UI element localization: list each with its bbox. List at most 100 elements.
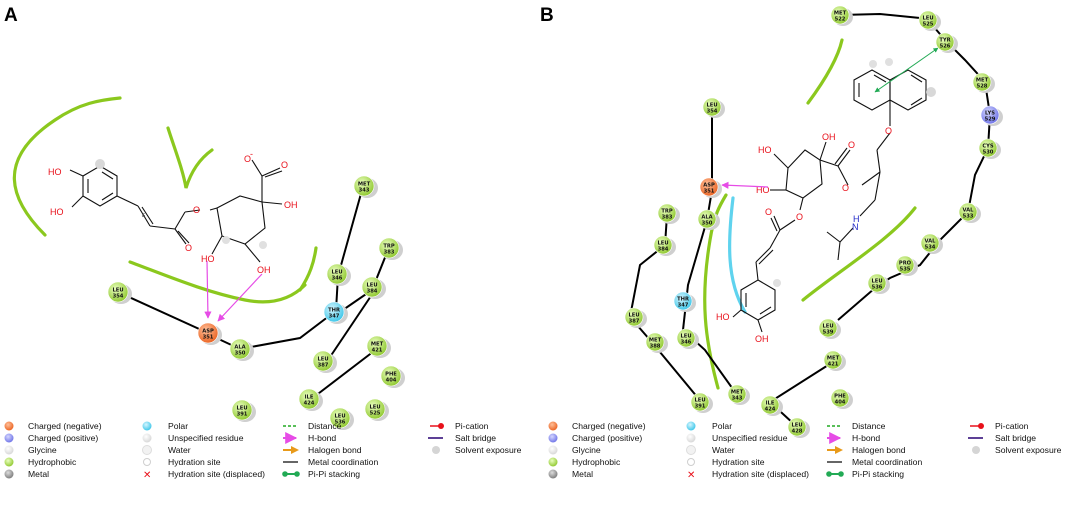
legend-label: Distance (852, 421, 886, 431)
residue-name: TRP (661, 209, 673, 215)
legend-swatch-displaced-icon: ✕ (143, 470, 151, 481)
residue-number: 421 (828, 362, 839, 368)
residue-number: 536 (335, 420, 346, 426)
residue-number: 535 (900, 267, 911, 273)
residue-number: 350 (235, 351, 246, 357)
atom-label-oh: HO (50, 207, 64, 217)
legend-label: Hydrophobic (28, 457, 77, 467)
legend-swatch-glycine (548, 445, 558, 455)
residue-number: 354 (113, 294, 124, 300)
residue-number: 404 (386, 378, 397, 384)
residue-name: MET (371, 342, 384, 348)
legend-swatch-polar (142, 421, 152, 431)
residue-number: 383 (384, 250, 395, 256)
residue-name: LEU (657, 241, 668, 247)
residue-marker (353, 175, 375, 197)
residue-name: LEU (366, 283, 377, 289)
residue-number: 383 (662, 215, 673, 221)
residue-marker (329, 407, 351, 429)
residue-marker (702, 97, 722, 117)
residue-number: 522 (835, 17, 846, 23)
panel-label-a: A (4, 5, 18, 26)
legend-swatch-displaced-icon: ✕ (687, 470, 695, 481)
backbone-chain (117, 291, 209, 334)
backbone-chain (309, 347, 379, 401)
residue-marker (958, 202, 978, 222)
residue-name: MET (827, 356, 840, 362)
residue-layer-a: MET343TRP383LEU346LEU384LEU354THR347ASP3… (107, 175, 405, 430)
legend-label: Salt bridge (455, 433, 496, 443)
residue-number: 384 (658, 247, 669, 253)
residue-name: MET (358, 182, 371, 188)
ligand-structure (732, 58, 936, 333)
legend-swatch-pi-cation (978, 423, 984, 429)
residue-marker (727, 384, 747, 404)
residue-number: 391 (237, 412, 248, 418)
legend-label: Hydration site (displaced) (712, 469, 809, 479)
residue-name: ALA (701, 215, 712, 221)
residue-number: 343 (732, 396, 743, 402)
legend-label: Salt bridge (995, 433, 1036, 443)
legend-swatch-metal (4, 469, 14, 479)
legend-label: Unspecified residue (712, 433, 788, 443)
residue-number: 529 (985, 117, 996, 123)
residue-number: 391 (695, 404, 706, 410)
residue-number: 424 (304, 401, 315, 407)
atom-label-o: O (185, 243, 192, 253)
residue-marker (830, 388, 850, 408)
residue-marker (690, 392, 710, 412)
residue-marker (935, 32, 955, 52)
legend-label: Glycine (28, 445, 57, 455)
legend-label: Unspecified residue (168, 433, 244, 443)
residue-marker (312, 350, 334, 372)
legend-label: Solvent exposure (995, 445, 1062, 455)
legend-swatch-pipi (838, 471, 844, 477)
residue-name: VAL (963, 208, 975, 214)
legend-label: Polar (712, 421, 732, 431)
legend-label: Metal coordination (852, 457, 922, 467)
legend-swatch-hydrophobic (548, 457, 558, 467)
atom-label-oh: HO (48, 167, 62, 177)
legend-swatch-negative (4, 421, 14, 431)
residue-marker (231, 399, 253, 421)
residue-name: ASP (202, 329, 214, 335)
backbone-chain (335, 189, 363, 311)
legend-label: Solvent exposure (455, 445, 522, 455)
legend-swatch-solvent (972, 446, 980, 454)
atom-label-o: O (765, 207, 772, 217)
legend-label: Metal (572, 469, 593, 479)
legend-swatch-positive (4, 433, 14, 443)
residue-number: 346 (332, 276, 343, 282)
residue-marker (107, 281, 129, 303)
solvent-exposure-halo (259, 241, 267, 249)
residue-marker (298, 388, 320, 410)
residue-number: 536 (872, 285, 883, 291)
legend-swatch-halogen (291, 446, 299, 454)
residue-name: ALA (234, 345, 245, 351)
residue-name: LYS (985, 111, 995, 117)
residue-marker (653, 235, 673, 255)
backbone-chain (768, 361, 834, 426)
residue-marker (229, 338, 251, 360)
residue-name: MET (976, 78, 989, 84)
legend-swatch-unspecified (142, 433, 152, 443)
residue-name: LEU (628, 313, 639, 319)
residue-name: MET (731, 390, 744, 396)
legend-label: Charged (positive) (572, 433, 642, 443)
residue-marker (818, 318, 838, 338)
residue-name: LEU (236, 406, 247, 412)
solvent-exposure-halo (885, 58, 893, 66)
panel-a: HO HO O O O - O OH HO OH E (12, 96, 389, 401)
legend-panel-a: Charged (negative) Charged (positive) Gl… (4, 421, 522, 481)
residue-number: 347 (329, 314, 340, 320)
residue-number: 530 (983, 150, 994, 156)
